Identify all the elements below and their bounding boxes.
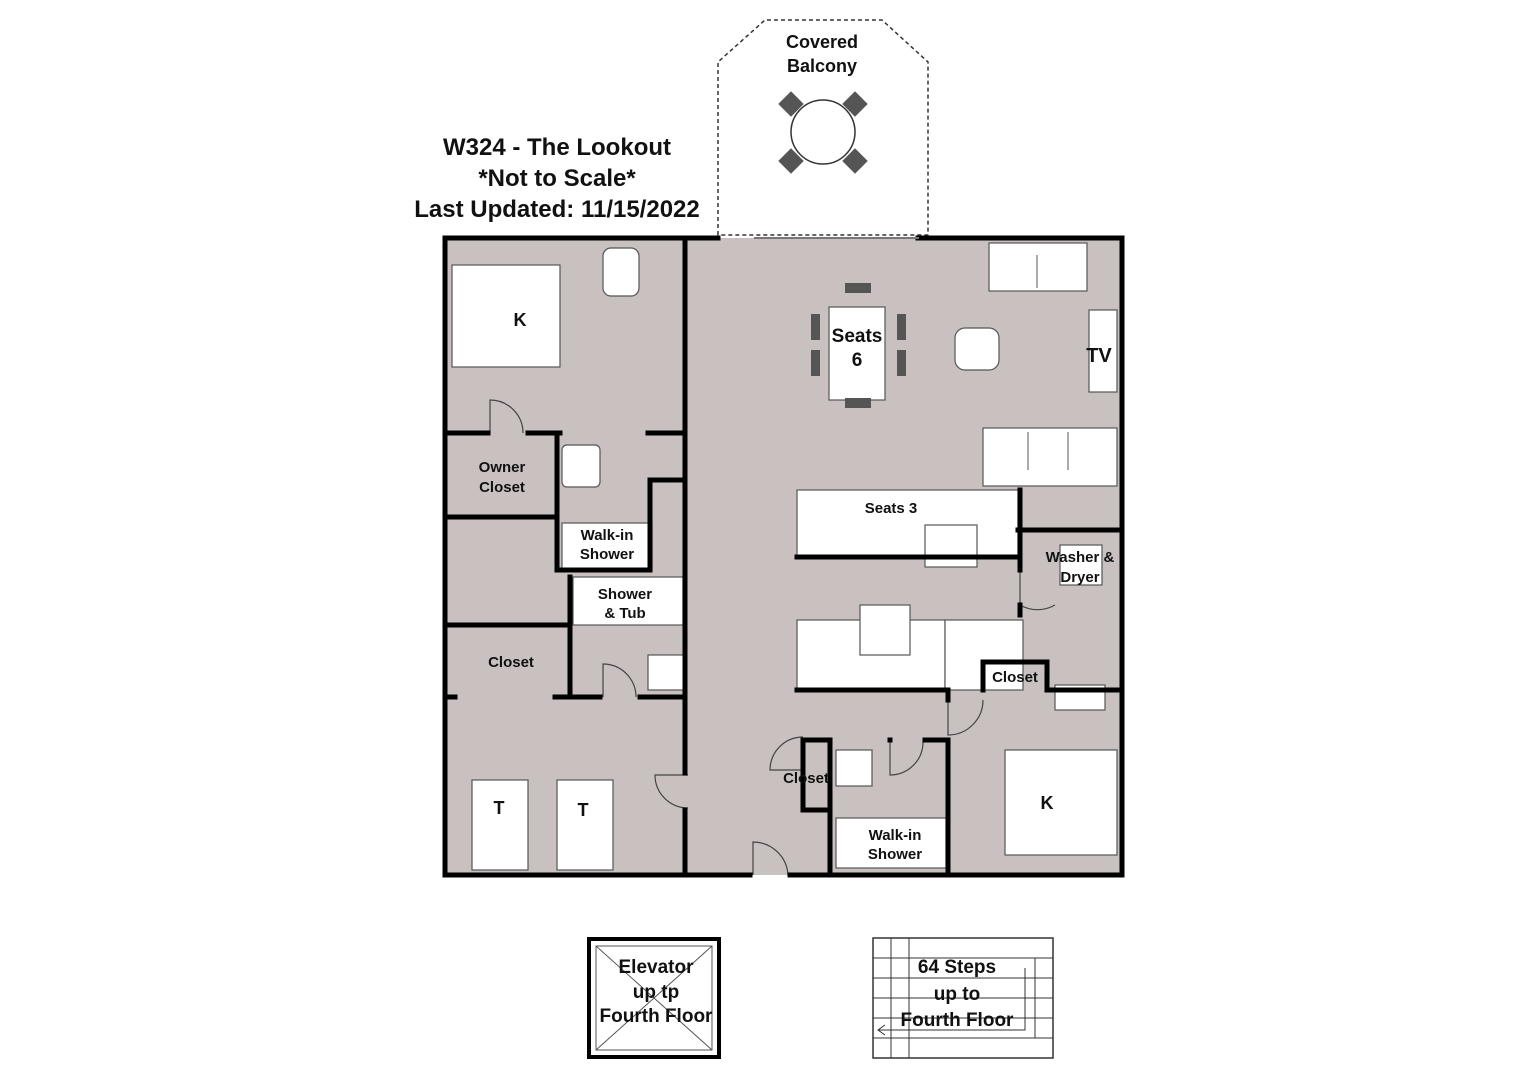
stairs-label-3: Fourth Floor bbox=[901, 1010, 1015, 1031]
walkin-shower-2 bbox=[835, 817, 947, 869]
elevator-label-1: Elevator bbox=[619, 957, 695, 978]
twin-bed-2 bbox=[556, 779, 614, 871]
dining-label-1: Seats bbox=[832, 326, 883, 347]
stairs-label-2: up to bbox=[934, 984, 980, 1005]
shower-tub-label-2: & Tub bbox=[604, 605, 645, 622]
walkin-shower-2-label-2: Shower bbox=[868, 846, 922, 863]
second-bed-label: K bbox=[1041, 793, 1054, 813]
tv-label: TV bbox=[1086, 345, 1112, 367]
stove bbox=[924, 524, 978, 568]
bar-seating-label: Seats 3 bbox=[865, 500, 918, 517]
stairs-arrow-icon bbox=[877, 968, 1026, 1036]
door-swings bbox=[489, 399, 1056, 876]
owner-closet-label-1: Owner bbox=[479, 459, 526, 476]
scale-note: *Not to Scale* bbox=[478, 165, 636, 192]
walls bbox=[442, 235, 1125, 878]
twin-bed-1 bbox=[471, 779, 529, 871]
sink bbox=[859, 604, 911, 656]
twin-bed-1-label: T bbox=[494, 798, 505, 818]
balcony-table bbox=[778, 91, 868, 174]
bath1-sink bbox=[561, 444, 601, 488]
owner-closet-label-2: Closet bbox=[479, 479, 525, 496]
closet-left-label: Closet bbox=[488, 654, 534, 671]
washer-label-2: Dryer bbox=[1060, 569, 1099, 586]
plan-title: W324 - The Lookout bbox=[443, 134, 671, 161]
twin-bed-2-label: T bbox=[578, 800, 589, 820]
washer-dryer bbox=[1059, 544, 1103, 586]
shower-tub-label-1: Shower bbox=[598, 586, 652, 603]
balcony-label-1: Covered bbox=[786, 32, 858, 52]
elevator-label-2: up tp bbox=[633, 982, 679, 1003]
sofa bbox=[982, 427, 1118, 487]
elevator bbox=[587, 937, 721, 1059]
living-armchair bbox=[954, 327, 1000, 371]
second-bed bbox=[1004, 749, 1118, 856]
elevator-label-3: Fourth Floor bbox=[600, 1006, 714, 1027]
armchair bbox=[602, 247, 640, 297]
master-bed-label: K bbox=[514, 310, 527, 330]
fridge bbox=[944, 619, 1024, 691]
furniture bbox=[451, 242, 1118, 871]
dining-table bbox=[828, 306, 886, 401]
loveseat bbox=[988, 242, 1088, 292]
tv-stand bbox=[1088, 309, 1118, 393]
walkin-shower-1 bbox=[561, 522, 653, 571]
walkin-shower-1-label-2: Shower bbox=[580, 546, 634, 563]
bath3-sink bbox=[835, 749, 873, 787]
stairs-label-1: 64 Steps bbox=[918, 957, 996, 978]
closet-hall-label: Closet bbox=[783, 770, 829, 787]
stairs bbox=[872, 937, 1054, 1059]
washer-label-1: Washer & bbox=[1046, 549, 1115, 566]
balcony-label-2: Balcony bbox=[787, 56, 857, 76]
bath2-sink bbox=[647, 654, 685, 691]
closet-mid-label: Closet bbox=[992, 669, 1038, 686]
master-bed bbox=[451, 264, 561, 368]
balcony-outline bbox=[717, 19, 929, 236]
kitchen-counter bbox=[796, 489, 1019, 558]
shower-tub bbox=[572, 576, 684, 626]
last-updated: Last Updated: 11/15/2022 bbox=[414, 196, 699, 223]
walkin-shower-2-label-1: Walk-in bbox=[869, 827, 922, 844]
dining-label-2: 6 bbox=[852, 350, 863, 371]
walkin-shower-1-label-1: Walk-in bbox=[581, 527, 634, 544]
